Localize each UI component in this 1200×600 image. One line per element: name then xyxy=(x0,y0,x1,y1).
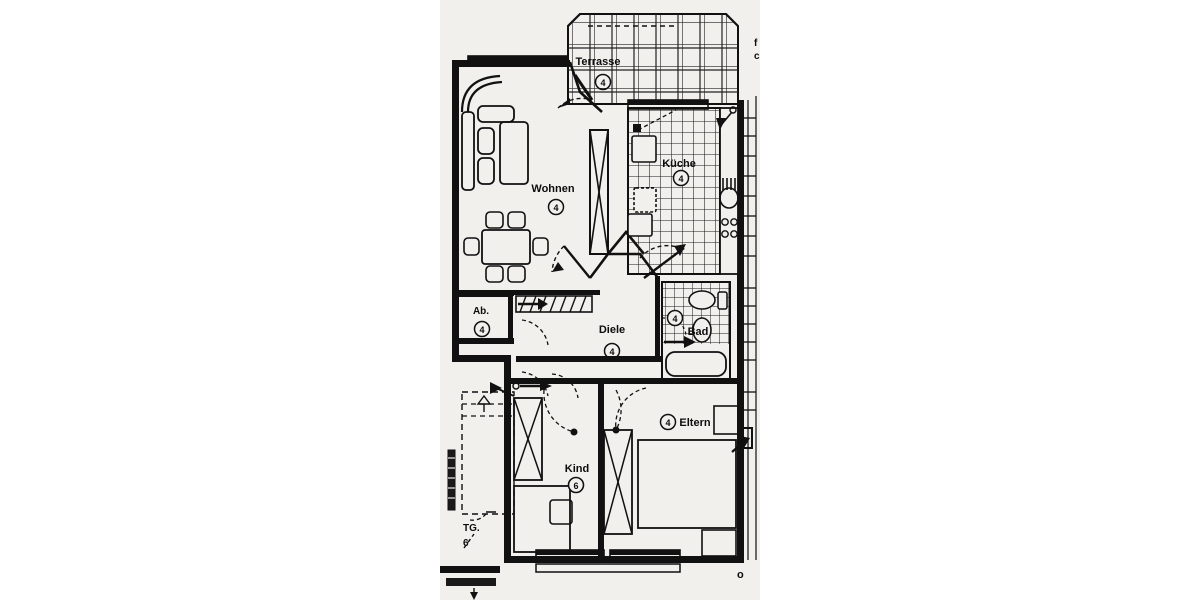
building-outline xyxy=(452,60,744,563)
room-badge-circle-eltern xyxy=(659,413,677,431)
room-name-kind: Kind xyxy=(565,463,589,475)
room-wohnen xyxy=(452,55,609,296)
room-badge-kind: 6 xyxy=(573,481,578,491)
staircase xyxy=(515,295,593,313)
room-badge-bad: 4 xyxy=(672,314,677,324)
room-badge-wohnen: 4 xyxy=(553,203,558,213)
room-name-kueche: Küche xyxy=(662,158,696,170)
label-eltern: Eltern 4 xyxy=(659,413,711,431)
room-badge-circle-ab xyxy=(473,320,491,338)
room-badge-circle-kueche xyxy=(672,169,690,187)
room-label-group: Terrasse 4 Küche 4 Wohnen 4 Ab. xyxy=(473,56,711,494)
room-badge-diele: 4 xyxy=(609,347,614,357)
label-kueche: Küche 4 xyxy=(662,158,696,187)
annotation-tg-label: TG. xyxy=(463,523,480,534)
room-kueche xyxy=(627,99,739,279)
right-edge-hatching xyxy=(716,96,757,560)
room-badge-circle-kind xyxy=(567,476,585,494)
label-ab: Ab. 4 xyxy=(473,306,491,338)
room-name-wohnen: Wohnen xyxy=(531,183,574,195)
room-badge-ab: 4 xyxy=(479,325,484,335)
garage-outline-tg xyxy=(440,382,515,600)
room-name-ab: Ab. xyxy=(473,306,489,317)
floor-plan-container: Terrasse 4 Küche 4 Wohnen 4 Ab. xyxy=(440,0,760,600)
annotation-edge-right-top-2: c xyxy=(754,51,760,62)
annotation-group: TG. 6 f c o xyxy=(463,38,760,581)
label-terrasse: Terrasse 4 xyxy=(575,56,621,91)
floor-plan-drawing: Terrasse 4 Küche 4 Wohnen 4 Ab. xyxy=(440,0,760,600)
label-bad: Bad 4 xyxy=(666,309,709,338)
label-kind: Kind 6 xyxy=(565,463,589,494)
annotation-edge-bottom-right: o xyxy=(737,569,744,581)
room-badge-circle-diele xyxy=(603,342,621,360)
room-badge-circle-terrasse xyxy=(594,73,612,91)
annotation-tg-number: 6 xyxy=(463,538,469,549)
label-diele: Diele 4 xyxy=(599,324,625,360)
room-name-diele: Diele xyxy=(599,324,625,336)
room-badge-kueche: 4 xyxy=(678,174,683,184)
room-badge-circle-wohnen xyxy=(547,198,565,216)
room-name-eltern: Eltern xyxy=(679,417,710,429)
room-ab xyxy=(452,295,514,344)
label-wohnen: Wohnen 4 xyxy=(531,183,575,216)
room-badge-eltern: 4 xyxy=(665,418,670,428)
room-name-terrasse: Terrasse xyxy=(575,56,620,68)
room-badge-circle-bad xyxy=(666,309,684,327)
annotation-edge-right-top-1: f xyxy=(754,38,758,49)
room-badge-terrasse: 4 xyxy=(600,78,605,88)
room-name-bad: Bad xyxy=(688,326,709,338)
